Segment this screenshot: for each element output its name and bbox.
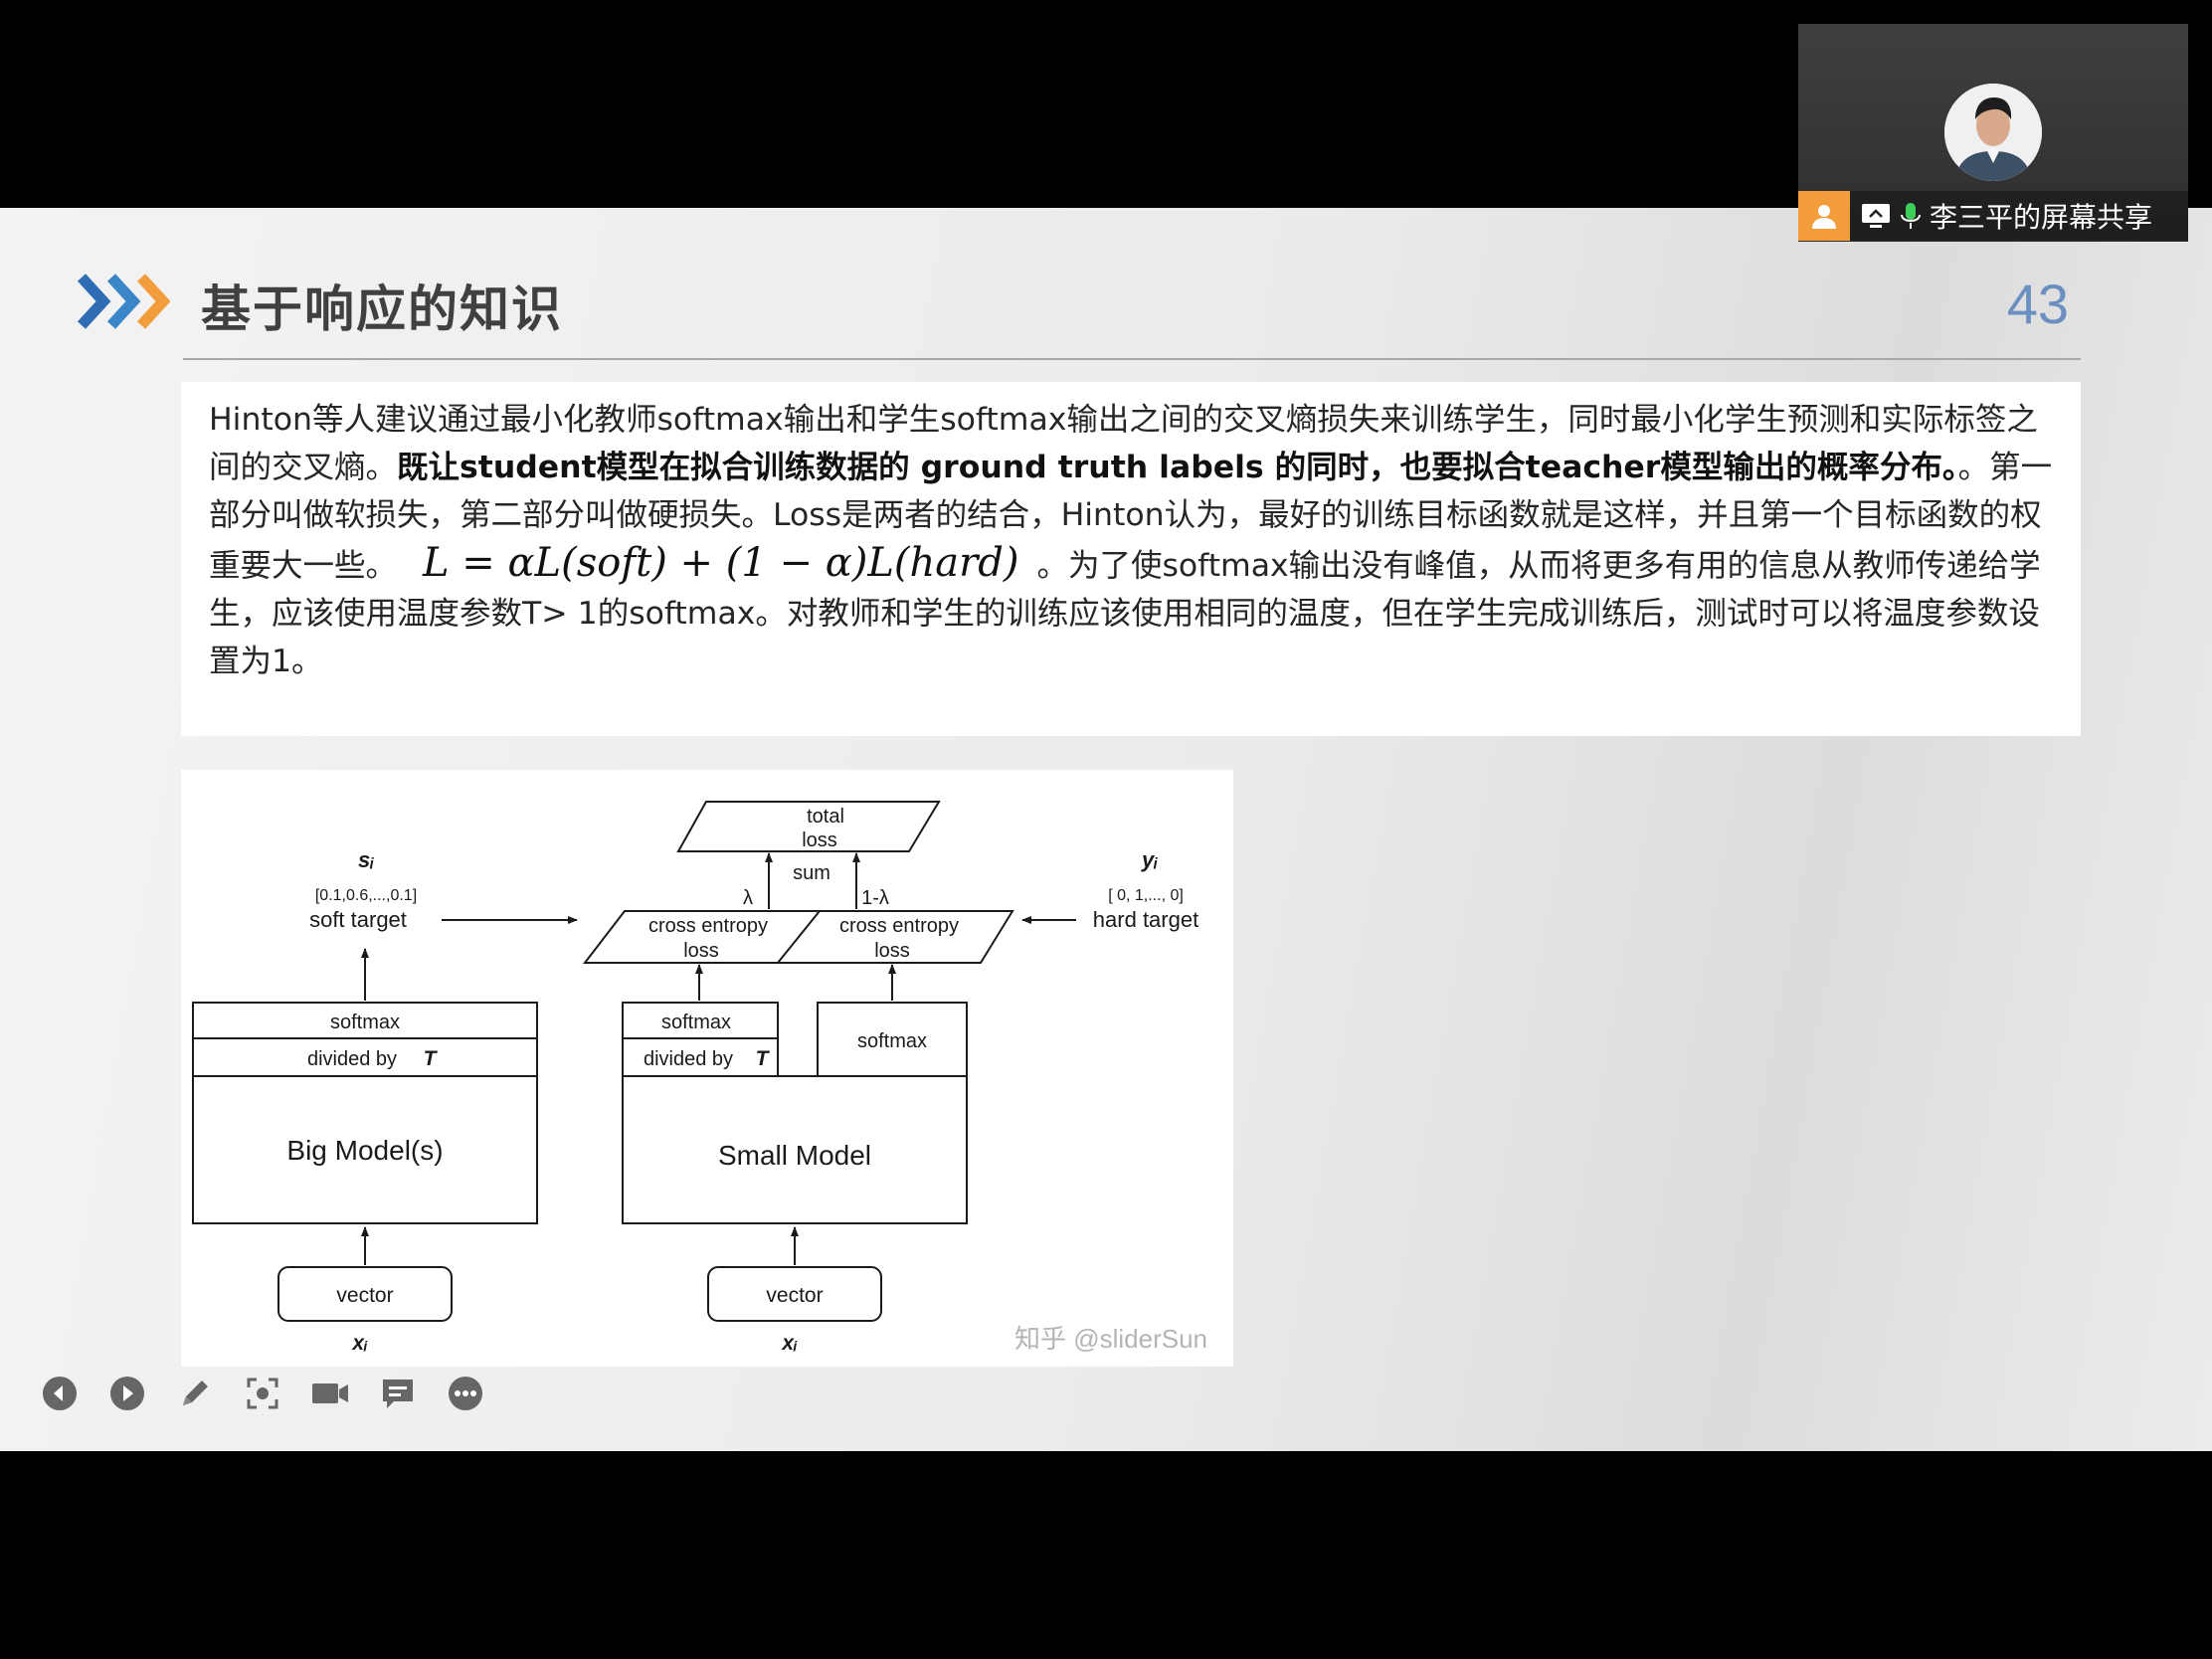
small-vector-text: vector [766,1284,823,1307]
big-vector-box [277,1266,453,1322]
small-vector-box [707,1266,882,1322]
paragraph: Hinton等人建议通过最小化教师softmax输出和学生softmax输出之间… [209,396,2057,685]
soft-target-label: soft target [309,907,407,932]
more-button[interactable] [444,1372,487,1415]
slide-number: 43 [2006,273,2069,335]
total-loss-text-2: loss [802,830,837,851]
small-model-label: Small Model [718,1140,871,1171]
screenshot-button[interactable] [241,1372,284,1415]
sum-label: sum [793,862,830,884]
soft-ce-text-1: cross entropy [648,915,768,937]
slide-title: 基于响应的知识 [201,280,563,338]
loss-formula: L = αL(soft) + (1 − α)L(hard) [423,540,1019,586]
soft-ce-text-2: loss [683,940,719,962]
small-x-label: xᵢ [781,1332,798,1355]
y-label: yᵢ [1141,847,1158,872]
mic-icon [1901,203,1921,229]
paragraph-part2: 。第一部分叫做软损失，第二部分叫做硬损失。Loss是两者的结合，Hinton认为… [209,450,2053,584]
prev-button[interactable] [38,1372,82,1415]
hard-ce-text-1: cross entropy [839,915,959,937]
comment-button[interactable] [376,1372,420,1415]
big-softmax-text: softmax [330,1012,400,1033]
pen-button[interactable] [173,1372,217,1415]
small-softmax-T-text: softmax [661,1012,731,1033]
total-loss-text-1: total [807,806,844,828]
hard-vector: [ 0, 1,..., 0] [1108,887,1184,904]
paragraph-part3: 。为了使softmax输出没有峰值，从而将更多有用的信息从教师传递给学生，应该使… [209,548,2041,679]
hard-ce-text-2: loss [874,940,910,962]
big-model-box [192,1075,538,1224]
user-icon [1812,205,1836,229]
person-icon [1944,84,2042,181]
total-loss-box [676,801,941,852]
video-bar: 李三平的屏幕共享 [1798,191,2188,241]
slide: 基于响应的知识 43 Hinton等人建议通过最小化教师softmax输出和学生… [0,208,2212,1451]
watermark: 知乎 @sliderSun [1014,1324,1207,1354]
paragraph-bold: 既让student模型在拟合训练数据的 ground truth labels … [397,450,1958,485]
screenshot-icon [247,1378,278,1409]
lambda-label: λ [743,887,753,909]
camera-icon [312,1383,348,1403]
next-button[interactable] [105,1372,149,1415]
s-label: sᵢ [358,847,374,872]
soft-vector: [0.1,0.6,...,0.1] [315,887,417,904]
hard-ce-box [775,910,1014,964]
small-divided-text: divided by [644,1048,733,1070]
screen-share-label: 李三平的屏幕共享 [1930,201,2153,234]
big-x-label: xᵢ [351,1332,368,1355]
big-model-label: Big Model(s) [286,1135,443,1166]
user-badge [1798,191,1850,241]
slideshow-toolbar [38,1372,487,1413]
big-vector-text: vector [336,1284,393,1307]
next-icon [110,1377,144,1410]
paragraph-part1: Hinton等人建议通过最小化教师softmax输出和学生softmax输出之间… [209,402,2038,485]
one-minus-lambda-label: 1-λ [861,887,889,909]
text-box: Hinton等人建议通过最小化教师softmax输出和学生softmax输出之间… [181,382,2081,736]
small-model-box [622,1075,968,1224]
small-T-text: T [756,1047,771,1070]
hard-target-label: hard target [1093,907,1198,932]
comment-icon [383,1380,413,1408]
presenter-avatar [1944,84,2042,181]
title-divider [183,358,2081,360]
big-T-text: T [424,1047,439,1070]
chevrons-icon [78,274,171,329]
big-divided-text: divided by [307,1048,397,1070]
distillation-figure: sᵢ [0.1,0.6,...,0.1] soft target yᵢ [ 0,… [181,770,1233,1367]
video-thumbnail[interactable]: 李三平的屏幕共享 [1798,24,2188,242]
pen-icon [183,1381,208,1405]
prev-icon [43,1377,77,1410]
small-softmax-text: softmax [857,1030,927,1052]
distillation-diagram: sᵢ [0.1,0.6,...,0.1] soft target yᵢ [ 0,… [192,801,1207,1355]
more-icon [449,1377,482,1410]
camera-button[interactable] [308,1372,352,1415]
screen-share-icon [1862,204,1890,228]
